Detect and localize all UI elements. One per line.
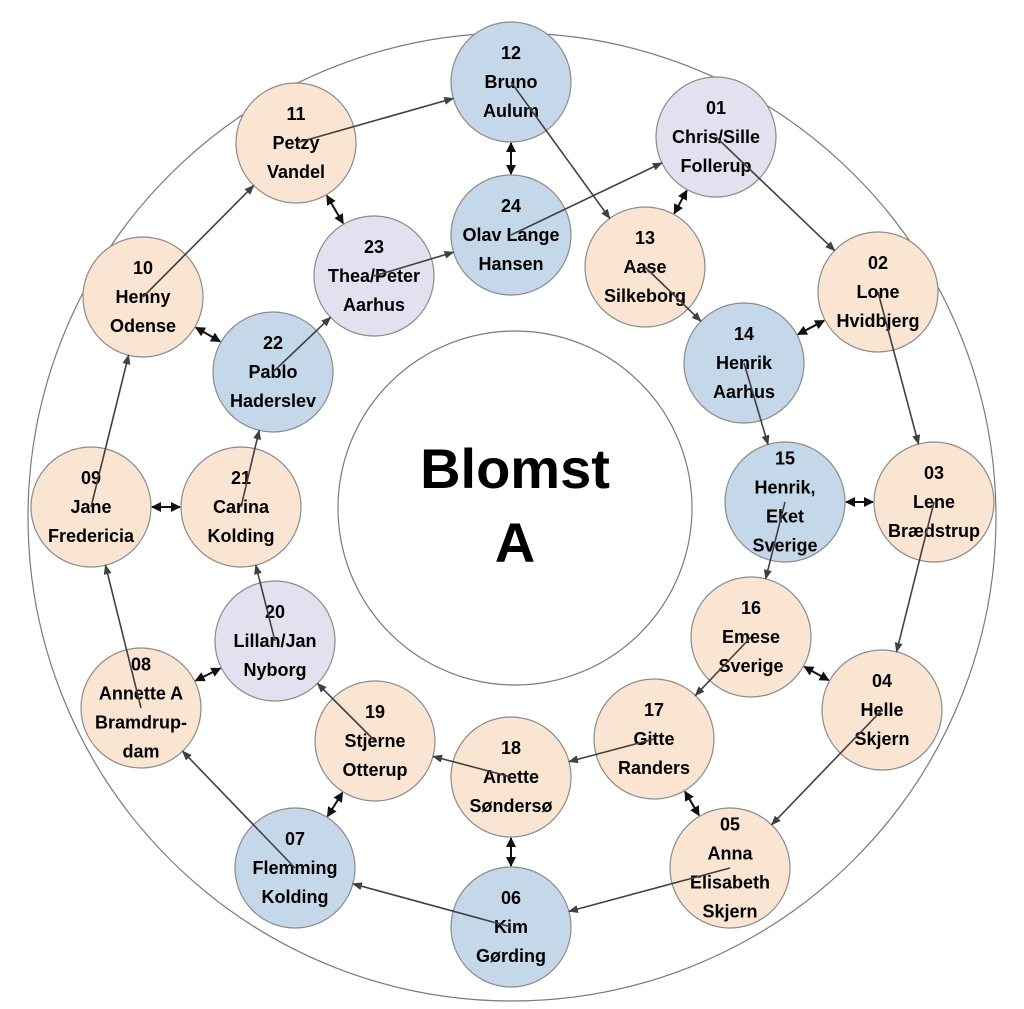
- pair-link-10-22: [194, 326, 222, 343]
- node-label-05-2: Elisabeth: [690, 873, 770, 893]
- node-label-23-2: Aarhus: [343, 295, 405, 315]
- node-label-15-1: Henrik,: [754, 478, 815, 498]
- pair-link-04-16: [803, 665, 830, 682]
- arrow-03-04: [894, 501, 935, 653]
- node-label-20-2: Nyborg: [244, 660, 307, 680]
- arrow-17-18: [568, 738, 655, 764]
- pair-link-02-14: [797, 319, 825, 336]
- node-label-01-2: Follerup: [681, 156, 752, 176]
- node-label-05-1: Anna: [708, 844, 754, 864]
- node-label-13-2: Silkeborg: [604, 286, 686, 306]
- arrow-19-20: [316, 682, 376, 742]
- center-title-line2: A: [495, 511, 535, 574]
- node-label-24-2: Hansen: [478, 254, 543, 274]
- node-label-05-3: Skjern: [702, 902, 757, 922]
- arrow-22-23: [272, 316, 332, 373]
- node-label-12-2: Aulum: [483, 101, 539, 121]
- node-label-10-0: 10: [133, 258, 153, 278]
- node-label-10-2: Odense: [110, 316, 176, 336]
- arrow-23-24: [373, 250, 455, 277]
- node-label-09-0: 09: [81, 468, 101, 488]
- links-layer: [151, 142, 874, 867]
- node-label-19-2: Otterup: [343, 760, 408, 780]
- node-label-08-3: dam: [122, 742, 159, 762]
- node-label-07-0: 07: [285, 829, 305, 849]
- arrow-05-06: [567, 867, 731, 913]
- node-label-12-0: 12: [501, 43, 521, 63]
- node-label-06-0: 06: [501, 888, 521, 908]
- node-label-14-2: Aarhus: [713, 382, 775, 402]
- arrow-02-03: [877, 291, 921, 445]
- node-label-09-2: Fredericia: [48, 526, 135, 546]
- arrow-13-14: [644, 266, 702, 322]
- arrows-layer: [90, 81, 935, 928]
- center-title-line1: Blomst: [420, 437, 610, 500]
- node-label-15-2: Eket: [766, 507, 804, 527]
- node-label-15-0: 15: [775, 449, 795, 469]
- pair-link-08-20: [194, 667, 222, 682]
- node-label-01-0: 01: [706, 98, 726, 118]
- node-label-16-2: Sverige: [718, 656, 783, 676]
- arrow-10-11: [142, 184, 255, 298]
- node-label-22-2: Haderslev: [230, 391, 316, 411]
- node-label-16-0: 16: [741, 598, 761, 618]
- node-label-04-2: Skjern: [854, 729, 909, 749]
- node-label-06-2: Gørding: [476, 946, 546, 966]
- pair-link-11-23: [325, 194, 345, 225]
- node-label-02-2: Hvidbjerg: [836, 311, 919, 331]
- inner-ring: [337, 330, 693, 686]
- node-label-03-0: 03: [924, 463, 944, 483]
- node-label-02-0: 02: [868, 253, 888, 273]
- node-label-23-0: 23: [364, 237, 384, 257]
- node-label-24-0: 24: [501, 196, 521, 216]
- arrow-11-12: [295, 96, 455, 144]
- node-label-18-0: 18: [501, 738, 521, 758]
- arrow-04-05: [770, 709, 883, 826]
- arrow-16-17: [694, 636, 752, 697]
- node-label-08-2: Bramdrup-: [95, 713, 187, 733]
- node-label-17-2: Randers: [618, 758, 690, 778]
- node-label-05-0: 05: [720, 815, 740, 835]
- node-label-03-2: Brædstrup: [888, 521, 980, 541]
- node-label-22-0: 22: [263, 333, 283, 353]
- nodes-layer: 01Chris/SilleFollerup02LoneHvidbjerg03Le…: [30, 21, 995, 988]
- arrow-06-07: [351, 882, 512, 928]
- arrow-21-22: [240, 429, 261, 508]
- arrow-15-16: [763, 501, 786, 580]
- node-label-08-1: Annette A: [99, 684, 183, 704]
- node-label-11-2: Vandel: [267, 162, 325, 182]
- node-label-14-0: 14: [734, 324, 754, 344]
- node-label-11-0: 11: [286, 104, 305, 124]
- arrow-07-08: [181, 750, 296, 869]
- node-label-04-0: 04: [872, 671, 892, 691]
- node-label-08-0: 08: [131, 655, 151, 675]
- arrow-14-15: [743, 362, 770, 446]
- arrow-18-19: [432, 754, 512, 778]
- pair-link-01-13: [673, 189, 688, 215]
- node-label-13-0: 13: [635, 228, 655, 248]
- arrow-09-10: [90, 354, 131, 508]
- node-label-07-2: Kolding: [262, 887, 329, 907]
- node-label-18-2: Søndersø: [469, 796, 552, 816]
- node-label-17-0: 17: [644, 700, 664, 720]
- arrow-20-21: [254, 564, 276, 642]
- arrow-24-01: [510, 162, 663, 236]
- node-label-19-0: 19: [365, 702, 385, 722]
- pair-link-05-17: [684, 790, 700, 817]
- node-label-20-0: 20: [265, 602, 285, 622]
- arrow-01-02: [715, 136, 836, 252]
- node-label-21-2: Kolding: [208, 526, 275, 546]
- arrow-08-09: [103, 564, 142, 709]
- pair-link-07-19: [326, 791, 344, 818]
- node-label-15-3: Sverige: [752, 536, 817, 556]
